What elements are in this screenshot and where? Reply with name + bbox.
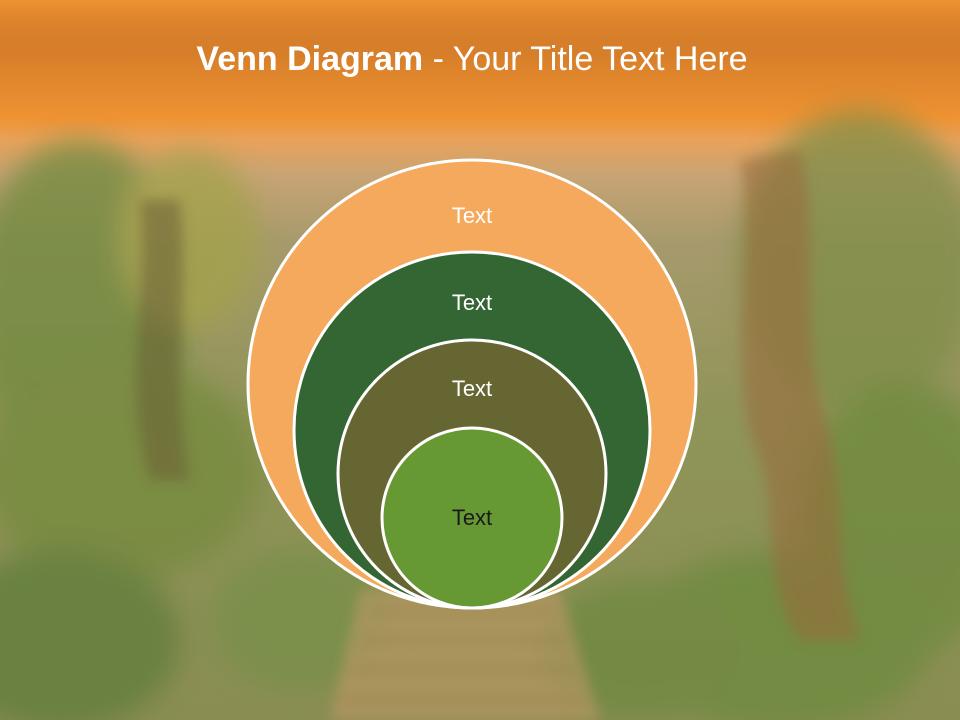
venn-circle-1-label: Text <box>452 203 492 228</box>
venn-circle-4 <box>380 426 564 610</box>
slide-title: Venn Diagram - Your Title Text Here <box>0 40 944 79</box>
title-rest: - Your Title Text Here <box>423 40 748 78</box>
title-bold: Venn Diagram <box>196 40 424 78</box>
venn-circle-4-label: Text <box>452 505 492 530</box>
venn-circle-2-label: Text <box>452 290 492 315</box>
venn-circle-3-label: Text <box>452 376 492 401</box>
